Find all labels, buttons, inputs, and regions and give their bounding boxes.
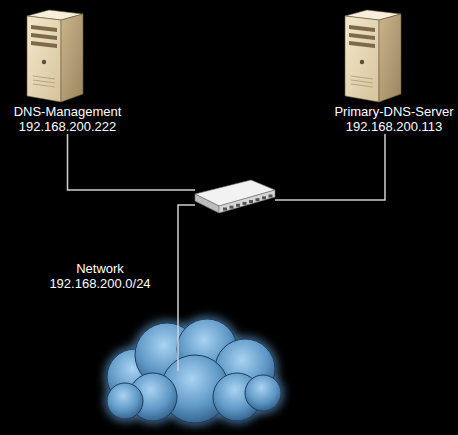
node-label: Primary-DNS-Server192.168.200.113 (330, 104, 458, 134)
switch-port (256, 198, 260, 201)
ip-address: 192.168.200.222 (0, 119, 135, 134)
node-label: Network192.168.200.0/24 (45, 261, 155, 291)
cloud-glow (104, 316, 284, 426)
switch-icon (195, 180, 275, 213)
switch-side (219, 190, 275, 213)
cloud-puff (245, 375, 281, 411)
device-name: Primary-DNS-Server (330, 104, 458, 119)
power-button (42, 60, 46, 64)
vent-line (33, 76, 55, 87)
drive-bay (349, 33, 375, 40)
switch-front (195, 194, 219, 213)
switch-port (269, 194, 273, 197)
switch-port (236, 204, 240, 207)
server-side (61, 14, 83, 102)
power-button (360, 60, 364, 64)
network-cable (275, 134, 385, 200)
server-front (345, 16, 379, 102)
server-side (379, 14, 401, 102)
server-node: Primary-DNS-Server192.168.200.113 (330, 10, 458, 134)
drive-bay (349, 41, 375, 48)
switch-port (223, 208, 227, 211)
drive-bay (31, 25, 57, 32)
network-wire (177, 305, 179, 371)
ip-address: 192.168.200.113 (330, 119, 458, 134)
ip-address: 192.168.200.0/24 (45, 276, 155, 291)
switch-port (243, 202, 247, 205)
server-node: DNS-Management192.168.200.222 (0, 10, 135, 134)
network-cable (178, 205, 195, 305)
server-front (27, 16, 61, 102)
switch-outline (195, 180, 275, 215)
device-name: Network (45, 261, 155, 276)
switch-port (262, 196, 266, 199)
cloud-outline (95, 305, 285, 425)
drive-bay (31, 33, 57, 40)
server-icon (345, 10, 401, 102)
cloud-node: Network192.168.200.0/24 (95, 305, 285, 425)
vent-line (351, 76, 373, 87)
drive-bay (349, 25, 375, 32)
switch-node (195, 180, 275, 215)
switch-port (230, 206, 234, 209)
cloud-shape (107, 319, 281, 423)
server-icon (27, 10, 83, 102)
network-cable (68, 134, 196, 190)
cloud-puff (107, 383, 143, 419)
device-name: DNS-Management (0, 104, 135, 119)
switch-port (249, 200, 253, 203)
node-label: DNS-Management192.168.200.222 (0, 104, 135, 134)
drive-bay (31, 41, 57, 48)
